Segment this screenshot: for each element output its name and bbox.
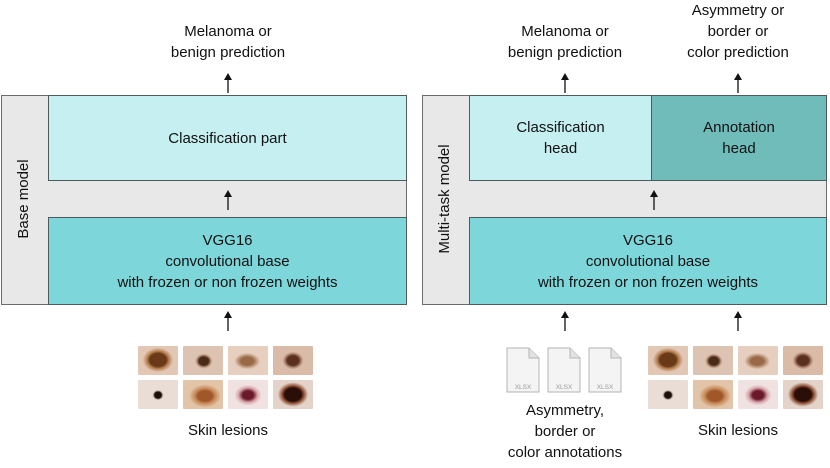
left-inputs-label: Skin lesions bbox=[187, 422, 269, 439]
up-arrow-icon bbox=[561, 311, 569, 331]
up-arrow-icon bbox=[224, 73, 232, 93]
skin-lesion-thumbnail bbox=[138, 380, 178, 409]
skin-lesion-thumbnail bbox=[648, 380, 688, 409]
up-arrow-icon bbox=[734, 311, 742, 331]
skin-lesion-thumbnail bbox=[183, 346, 223, 375]
skin-lesion-thumbnail bbox=[273, 380, 313, 409]
xlsx-file-type: XLSX bbox=[515, 384, 532, 391]
multi-task-model-label: Multi-task model bbox=[436, 144, 453, 254]
classification-head-label: Classification head bbox=[516, 119, 605, 157]
up-arrow-icon bbox=[224, 311, 232, 331]
right-output-label-melanoma: Melanoma or benign prediction bbox=[507, 23, 623, 61]
left-output-label: Melanoma or benign prediction bbox=[170, 23, 286, 61]
annotation-head-label: Annotation head bbox=[703, 119, 775, 157]
up-arrow-icon bbox=[734, 73, 742, 93]
classification-head-box: Classification head bbox=[469, 95, 652, 181]
skin-lesion-thumbnail bbox=[783, 346, 823, 375]
skin-lesion-thumbnail bbox=[228, 346, 268, 375]
annotations-input-label: Asymmetry, border or color annotations bbox=[507, 402, 623, 461]
skin-lesion-thumbnail bbox=[738, 346, 778, 375]
skin-lesion-thumbnail bbox=[738, 380, 778, 409]
vgg16-base-label: VGG16 convolutional base with frozen or … bbox=[537, 231, 759, 291]
vgg16-base-box: VGG16 convolutional base with frozen or … bbox=[48, 217, 407, 305]
xlsx-file-icon: XLSX bbox=[588, 347, 622, 393]
skin-lesion-thumbnail bbox=[693, 380, 733, 409]
skin-lesion-thumbnail bbox=[693, 346, 733, 375]
vgg16-base-box: VGG16 convolutional base with frozen or … bbox=[469, 217, 827, 305]
right-output-label-annotation: Asymmetry or border or color prediction bbox=[687, 2, 789, 61]
skin-lesion-thumbnail bbox=[138, 346, 178, 375]
classification-part-box: Classification part bbox=[48, 95, 407, 181]
annotation-head-box: Annotation head bbox=[651, 95, 827, 181]
xlsx-file-type: XLSX bbox=[597, 384, 614, 391]
up-arrow-icon bbox=[561, 73, 569, 93]
classification-part-label: Classification part bbox=[168, 129, 287, 147]
skin-lesion-thumbnail bbox=[273, 346, 313, 375]
skin-lesion-thumbnail bbox=[783, 380, 823, 409]
skin-lesion-thumbnail bbox=[228, 380, 268, 409]
xlsx-file-icon: XLSX bbox=[547, 347, 581, 393]
vgg16-base-label: VGG16 convolutional base with frozen or … bbox=[117, 231, 338, 291]
right-inputs-label: Skin lesions bbox=[697, 422, 779, 439]
xlsx-file-type: XLSX bbox=[556, 384, 573, 391]
skin-lesion-thumbnail bbox=[648, 346, 688, 375]
up-arrow-icon bbox=[650, 190, 658, 210]
skin-lesion-thumbnail bbox=[183, 380, 223, 409]
base-model-label: Base model bbox=[15, 159, 32, 239]
up-arrow-icon bbox=[224, 190, 232, 210]
xlsx-file-icon: XLSX bbox=[506, 347, 540, 393]
